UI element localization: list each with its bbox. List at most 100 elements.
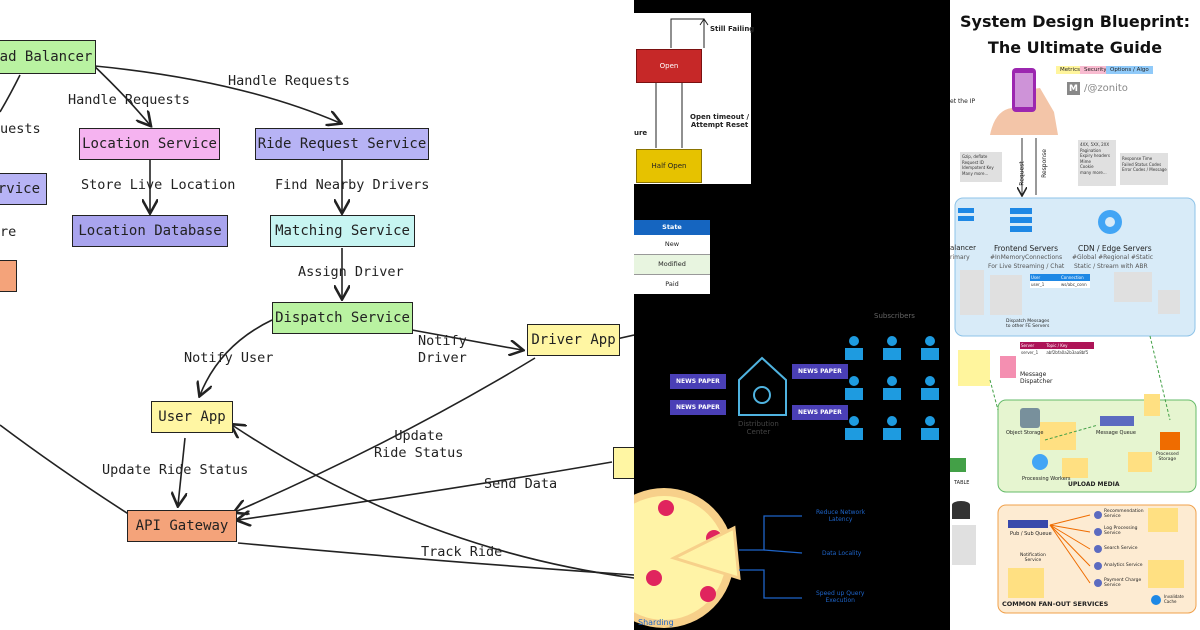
frontend-sub: For Live Streaming / Chat [988, 263, 1065, 270]
edge-left-apigw [0, 424, 131, 516]
fanout-service-label: Analytics Service [1104, 563, 1143, 568]
frontend-tags: #InMemoryConnections [990, 254, 1063, 261]
failure-label-cut: ure [634, 129, 648, 137]
get-ip-label: et the IP [950, 98, 976, 105]
edge-label-send-data: Send Data [484, 476, 558, 492]
edge-apigw-right [237, 542, 634, 576]
workers-icon [1032, 454, 1048, 470]
state-table: State New Modified Paid [634, 220, 710, 294]
table-label: TABLE [954, 480, 970, 486]
cdn-tags: #Global #Regional #Static [1072, 254, 1154, 261]
still-failing-label: Still Failing [710, 25, 755, 33]
edge-label-requests-cut: uests [0, 121, 41, 137]
ride-request-service-node: Ride Request Service [255, 128, 429, 160]
edge-label-handle-requests-1: Handle Requests [68, 92, 190, 108]
edge-dispatch-driverapp [411, 329, 522, 350]
processing-workers-label: Processing Workers [1022, 476, 1071, 482]
edge-lb-riderequest [94, 65, 340, 123]
object-storage-label: Object Storage [1006, 430, 1044, 436]
sharding-title: Sharding [638, 618, 674, 627]
queue-icon [1100, 416, 1134, 426]
half-open-state: Half Open [636, 149, 702, 183]
frontend-servers-label: Frontend Servers [994, 244, 1058, 253]
edge-trackride [232, 425, 634, 579]
server-icon [958, 208, 974, 221]
common-fanout-label: COMMON FAN-OUT SERVICES [1002, 600, 1109, 608]
notification-service-label: Notification Service [1020, 553, 1046, 563]
edge-label-assign-driver: Assign Driver [298, 264, 404, 280]
message-queue-label: Message Queue [1096, 430, 1136, 436]
left-orange-node [0, 260, 17, 292]
api-gateway-node: API Gateway [127, 510, 237, 542]
processed-storage-icon [1160, 432, 1180, 450]
edge-label-re-cut: re [0, 224, 17, 240]
pub-sub-queue-label: Pub / Sub Queue [1010, 531, 1052, 537]
news-paper-tag: NEWS PAPER [792, 364, 848, 379]
edge-lb-location [89, 61, 150, 125]
cdn-label: CDN / Edge Servers [1078, 244, 1152, 253]
edge-label-update-ride-status-2: Update Ride Status [102, 462, 249, 478]
blueprint-title-line1: System Design Blueprint: [960, 12, 1190, 31]
response-label: Response [1040, 149, 1048, 178]
dispatch-messages-label: Dispatch Messages to other FE Servers [1006, 319, 1050, 329]
circuit-breaker-arrows [655, 18, 709, 148]
object-storage-icon [1020, 408, 1040, 428]
edge-lb-left [0, 74, 21, 113]
edge-label-update-ride-status-1: Update Ride Status [374, 428, 464, 461]
message-dispatcher-label: Message Dispatcher [1020, 371, 1053, 385]
request-label: Request [1018, 161, 1026, 186]
legend-security: Security [1080, 66, 1111, 74]
processed-storage-label: Processed Storage [1156, 452, 1179, 462]
distribution-center-label: Distribution Center [738, 420, 779, 436]
author-logo: M [1067, 82, 1080, 95]
open-timeout-label: Open timeout / Attempt Reset [690, 113, 750, 129]
edge-label-notify-driver: Notify Driver [418, 333, 467, 366]
server-icon [1010, 208, 1032, 232]
fanout-service-label: Search Service [1104, 546, 1138, 551]
legend-options: Options / Algo [1106, 66, 1153, 74]
blueprint-graphics [950, 68, 1197, 614]
edge-label-handle-requests-2: Handle Requests [228, 73, 350, 89]
sticky-notes [960, 140, 1180, 315]
pubsub-queue-icon [1008, 520, 1048, 528]
blueprint-title-line2: The Ultimate Guide [987, 38, 1163, 57]
edge-dispatch-userapp [200, 319, 273, 395]
load-balancer-node: ad Balancer [0, 40, 96, 74]
subscribers-label: Subscribers [874, 312, 915, 320]
news-paper-tag: NEWS PAPER [792, 405, 848, 420]
news-paper-tag: NEWS PAPER [670, 400, 726, 415]
ride-hailing-diagram-panel: ad Balancer Location Service Ride Reques… [0, 0, 634, 630]
author-handle: /@zonito [1084, 83, 1128, 94]
right-yellow-node [613, 447, 634, 479]
patterns-collage-panel: Open Half Open Still Failing Open timeou… [634, 0, 950, 630]
state-table-row: Modified [634, 255, 710, 275]
location-database-node: Location Database [72, 215, 228, 247]
pubsub-graphics [634, 336, 939, 628]
fanout-service-label: Recommendation Service [1104, 509, 1144, 519]
sharding-benefit: Speed up Query Execution [816, 590, 865, 604]
cdn-gear-icon [1098, 210, 1122, 234]
subscriber-icons [845, 336, 939, 440]
edge-label-store-live-location: Store Live Location [81, 177, 236, 193]
cdn-sub: Static / Stream with ABR [1074, 263, 1148, 270]
legend-metrics: Metrics [1056, 66, 1084, 74]
fanout-service-label: Invalidate Cache [1164, 594, 1184, 604]
hand-phone-icon [990, 68, 1058, 135]
user-app-node: User App [151, 401, 233, 433]
sticky-notes-fanout [1008, 508, 1184, 598]
location-service-node: Location Service [79, 128, 220, 160]
sharding-pizza-icon [634, 488, 741, 628]
sharding-benefit: Data Locality [822, 550, 862, 557]
open-state: Open [636, 49, 702, 83]
dispatch-service-node: Dispatch Service [272, 302, 413, 334]
edge-label-find-nearby-drivers: Find Nearby Drivers [275, 177, 430, 193]
balancer-label: alancer [950, 244, 976, 252]
db-icon [952, 501, 970, 519]
sticky-notes-media [1040, 394, 1160, 478]
driver-app-node: Driver App [527, 324, 620, 356]
edge-label-track-ride: Track Ride [421, 544, 503, 560]
